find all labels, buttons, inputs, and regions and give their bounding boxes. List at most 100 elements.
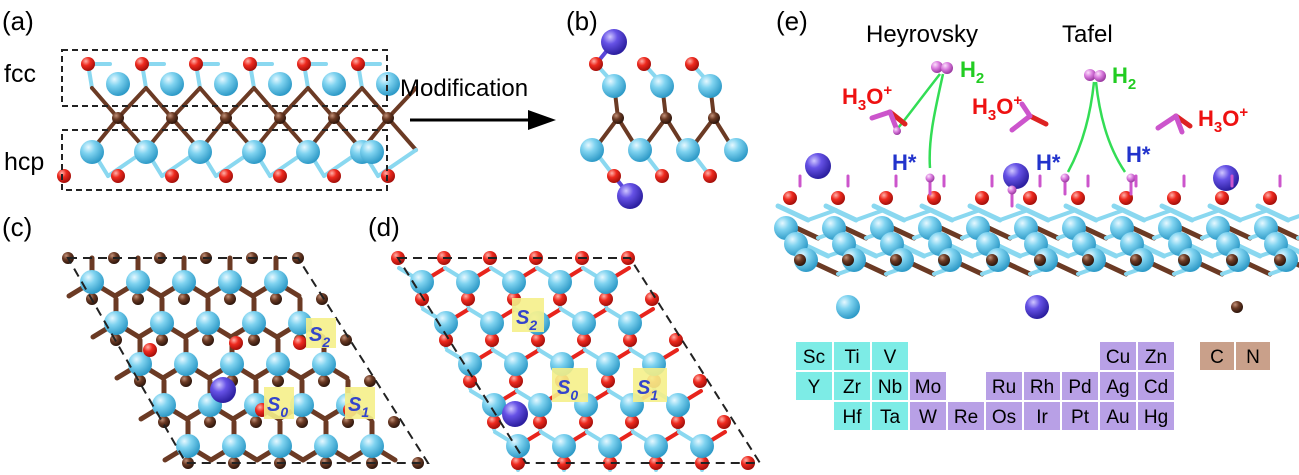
metal-atom — [104, 311, 128, 335]
panel-label-a: (a) — [2, 6, 34, 36]
oxygen-atom — [637, 57, 651, 71]
panel-b: (b) — [566, 6, 748, 209]
oxygen-atom — [165, 169, 179, 183]
heyrovsky-label: Heyrovsky — [866, 21, 978, 48]
metal-atom — [528, 393, 552, 417]
element-symbol: W — [919, 407, 937, 428]
metal-atom — [176, 434, 200, 458]
h3o-molecule-1 — [869, 109, 908, 135]
element-cell-ag — [1100, 372, 1136, 400]
oxygen-atom — [599, 292, 613, 306]
metal-atom — [482, 393, 506, 417]
metal-atom — [314, 434, 338, 458]
metal-atom — [596, 352, 620, 376]
metal-atom — [650, 74, 674, 98]
carbon-atom — [890, 254, 902, 266]
bond — [332, 86, 364, 120]
site-s0-label: S — [267, 394, 281, 416]
oxygen-atom — [219, 169, 233, 183]
oxygen-atom — [607, 169, 621, 183]
bond — [360, 86, 390, 120]
carbon-atom — [612, 112, 624, 124]
site-s1-d-label: S — [637, 377, 651, 399]
metal-atom — [196, 311, 220, 335]
bond — [386, 86, 418, 120]
metal-atom — [724, 138, 748, 162]
oxygen-atom — [1167, 191, 1181, 205]
metal-atom — [290, 393, 314, 417]
element-cell-ir — [1024, 402, 1060, 430]
metal-atom — [312, 352, 336, 376]
oxygen-atom — [669, 333, 683, 347]
oxygen-atom — [783, 191, 797, 205]
heyrovsky-path-h3o — [897, 73, 941, 129]
element-symbol: Ta — [880, 407, 901, 428]
element-symbol: Ti — [844, 347, 859, 368]
carbon-atom — [318, 375, 330, 387]
carbon-atom — [1274, 254, 1286, 266]
metal-atom — [242, 311, 266, 335]
metal-atom — [572, 311, 596, 335]
carbon-atom — [938, 254, 950, 266]
bond — [90, 86, 120, 120]
carbon-atom — [660, 112, 672, 124]
panel-a-atoms — [57, 57, 400, 183]
metal-atom — [552, 434, 576, 458]
element-cell-re — [948, 402, 984, 430]
metal-atom — [504, 352, 528, 376]
unit-cell-c — [66, 257, 430, 464]
element-cell-y — [796, 372, 832, 400]
bond — [144, 86, 174, 120]
hstar-label-3: H* — [1126, 142, 1151, 167]
panel-label-d: (d) — [368, 212, 400, 242]
metal-atom — [360, 140, 384, 164]
oxygen-atom — [671, 415, 685, 429]
oxygen-atom — [463, 374, 477, 388]
element-symbol: C — [1210, 347, 1224, 368]
oxygen-atom — [577, 333, 591, 347]
bond — [1207, 203, 1243, 223]
metal-atom — [598, 434, 622, 458]
oxygen-atom — [81, 57, 95, 71]
heyrovsky-path-hstar — [928, 73, 945, 169]
bond — [116, 86, 148, 120]
element-cell-n — [1236, 342, 1270, 370]
oxygen-atom — [273, 169, 287, 183]
carbon-atom — [708, 112, 720, 124]
carbon-atom — [180, 375, 192, 387]
site-s1-d-highlight — [633, 368, 667, 402]
bond — [1286, 213, 1299, 222]
metal-atom — [268, 72, 292, 96]
element-cell-pd — [1062, 372, 1098, 400]
bond — [854, 208, 886, 222]
oxygen-atom — [135, 57, 149, 71]
carbon-atom — [270, 293, 282, 305]
oxygen-atom — [685, 57, 699, 71]
bond — [950, 208, 982, 222]
element-cell-w — [910, 402, 946, 430]
svg-text:S1: S1 — [348, 394, 369, 420]
oxygen-atom — [1215, 191, 1229, 205]
carbon-atom — [272, 375, 284, 387]
site-s0-sub: 0 — [280, 404, 288, 420]
element-cell-c — [1200, 342, 1234, 370]
element-symbol: Mo — [915, 377, 941, 398]
bond — [1142, 208, 1174, 222]
site-s2-label: S — [309, 324, 323, 346]
carbon-atom — [156, 334, 168, 346]
bond — [170, 86, 202, 120]
element-cell-ti — [834, 342, 870, 370]
element-cell-pt — [1062, 402, 1098, 430]
metal-atom — [268, 434, 292, 458]
panel-c-atoms — [62, 252, 424, 469]
fcc-label: fcc — [4, 60, 36, 88]
arrow-head — [528, 110, 556, 130]
metal-atom — [172, 270, 196, 294]
metal-atom — [322, 72, 346, 96]
metal-atom — [698, 74, 722, 98]
oxygen-atom — [531, 333, 545, 347]
metal-atom — [128, 352, 152, 376]
site-s1-d-sub: 1 — [650, 387, 658, 403]
h2-sub-heyrovsky: 2 — [976, 70, 984, 87]
element-symbol: Rh — [1030, 377, 1054, 398]
